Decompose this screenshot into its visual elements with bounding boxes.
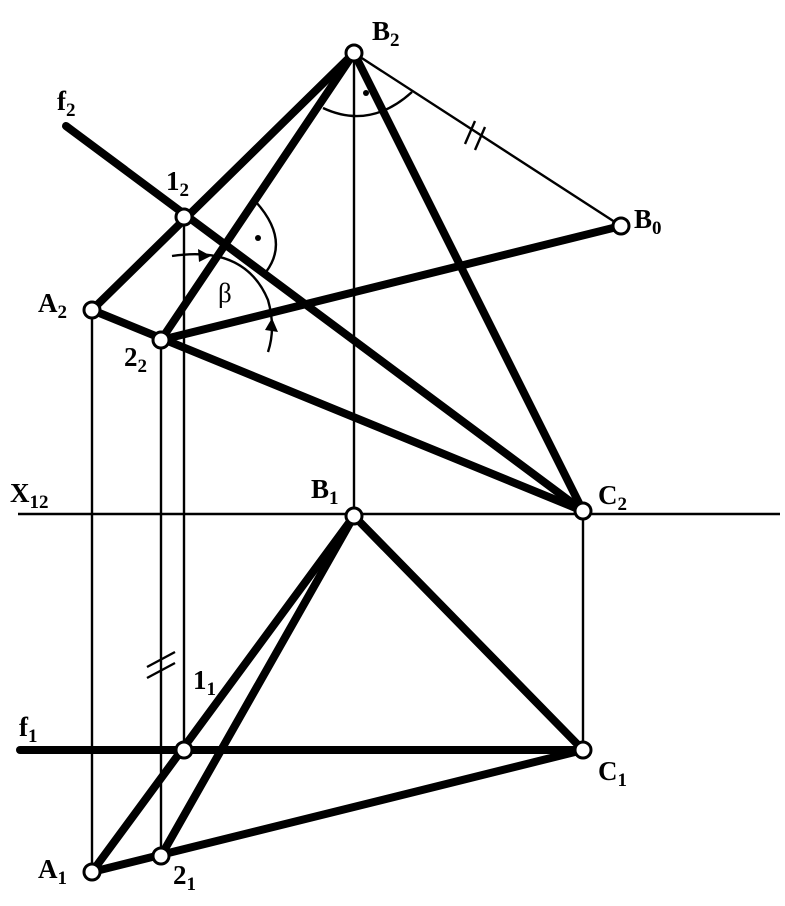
edge-a2-b2	[88, 49, 358, 314]
point-c1	[573, 740, 593, 760]
tick-mark-projection-2	[146, 661, 176, 680]
point-c2	[573, 501, 593, 521]
label-b1: B1	[311, 474, 339, 509]
label-c1: C1	[598, 756, 627, 791]
label-1-1: 11	[193, 665, 216, 700]
point-a1	[82, 862, 102, 882]
label-b0: B0	[634, 204, 662, 239]
point-1-2	[174, 207, 194, 227]
line-b2-b0	[353, 51, 622, 228]
right-angle-arc-b2	[322, 91, 413, 118]
line-b1-2-1	[157, 512, 358, 860]
edge-b1-c1	[350, 512, 587, 754]
point-b1	[344, 506, 364, 526]
point-2-2	[151, 330, 171, 350]
label-a1: A1	[38, 854, 67, 889]
line-2-2-b0	[157, 222, 625, 344]
right-angle-dot-b2	[363, 90, 369, 96]
line-b2-2-2	[157, 49, 358, 344]
label-2-1: 21	[173, 860, 196, 895]
beta-arrow-bottom	[265, 318, 278, 332]
point-2-1	[151, 846, 171, 866]
label-a2: A2	[38, 288, 67, 323]
tick-mark-projection-1	[146, 650, 176, 669]
point-b0	[611, 216, 631, 236]
tick-mark-b2-b0-1	[463, 120, 477, 145]
label-c2: C2	[598, 480, 627, 515]
label-f2: f2	[57, 86, 76, 121]
edge-a2-c2	[88, 306, 587, 515]
label-beta: β	[218, 278, 232, 308]
label-b2: B2	[372, 16, 400, 51]
label-f1: f1	[19, 712, 38, 747]
label-2-2: 22	[124, 342, 147, 377]
edge-a1-b1	[88, 512, 358, 876]
label-1-2: 12	[166, 166, 189, 201]
point-b2	[344, 43, 364, 63]
right-angle-arc-1	[255, 201, 278, 273]
line-f2	[62, 122, 587, 515]
point-a2	[82, 300, 102, 320]
edge-b2-c2	[350, 49, 587, 515]
edge-a1-c1	[88, 746, 587, 876]
point-1-1	[174, 740, 194, 760]
tick-mark-b2-b0-2	[473, 126, 487, 151]
right-angle-dot-1	[255, 235, 261, 241]
beta-arrow-top	[198, 249, 211, 262]
label-x12: X12	[10, 478, 49, 513]
